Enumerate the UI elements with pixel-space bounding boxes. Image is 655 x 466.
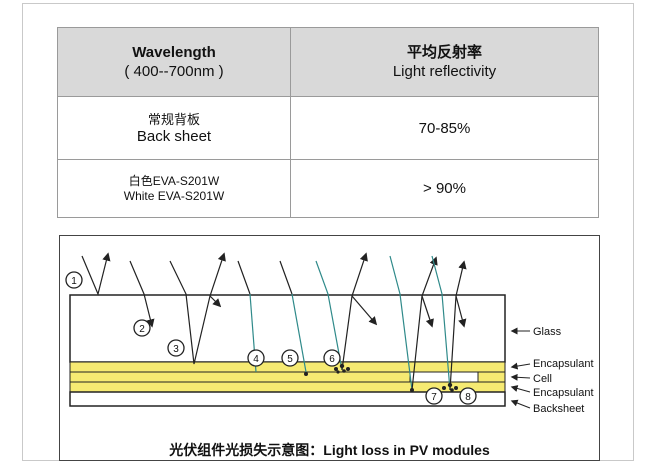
ray-2	[129, 260, 155, 328]
ray-4-in	[237, 260, 251, 295]
marker-4: 4	[253, 354, 259, 365]
reflectivity-table: Wavelength ( 400--700nm ) 平均反射率 Light re…	[57, 27, 599, 218]
material-cell: 白色EVA-S201W White EVA-S201W	[57, 159, 291, 218]
cell-label: Cell	[533, 373, 552, 385]
ray-5	[291, 293, 307, 373]
marker-8: 8	[465, 392, 471, 403]
ray-7-branch	[421, 295, 434, 328]
table-header-row: Wavelength ( 400--700nm ) 平均反射率 Light re…	[57, 27, 599, 97]
ray-5-in	[279, 260, 293, 295]
marker-1: 1	[71, 276, 77, 287]
material-name-en: White EVA-S201W	[123, 188, 225, 203]
light-loss-diagram: 1 2 3 4 5 6 7 8 Glass Encapsulant Cell E…	[59, 235, 600, 461]
material-name-en: Back sheet	[136, 127, 212, 145]
cell-layer-right	[477, 371, 506, 383]
pv-module-cross-section: 1 2 3 4 5 6 7 8 Glass Encapsulant Cell E…	[65, 252, 594, 415]
reflectivity-header: 平均反射率 Light reflectivity	[290, 27, 599, 97]
wavelength-header: Wavelength ( 400--700nm )	[57, 27, 291, 97]
reflectivity-label-en: Light reflectivity	[392, 63, 497, 80]
ray-8-in	[431, 255, 451, 391]
ray-3	[169, 252, 226, 365]
cell-gap	[409, 371, 479, 383]
ray-6-in	[315, 260, 343, 371]
wavelength-range: ( 400--700nm )	[124, 63, 224, 80]
backsheet-label: Backsheet	[533, 403, 584, 415]
material-cell: 常规背板 Back sheet	[57, 96, 291, 160]
ray-3-branch	[209, 295, 222, 308]
marker-7: 7	[431, 392, 437, 403]
encapsulant-top-label: Encapsulant	[533, 358, 594, 370]
marker-2: 2	[139, 324, 145, 335]
backsheet-layer	[69, 391, 506, 407]
wavelength-label: Wavelength	[132, 44, 216, 61]
cell-layer	[69, 371, 411, 383]
material-name-cn: 白色EVA-S201W	[128, 173, 220, 188]
ray-7-in	[389, 255, 413, 391]
ray-1	[81, 252, 111, 296]
encapsulant-bottom-label: Encapsulant	[533, 387, 594, 399]
ray-8-branch	[455, 295, 467, 328]
marker-6: 6	[329, 354, 335, 365]
ray-6-branch	[351, 295, 378, 326]
material-name-cn: 常规背板	[147, 111, 200, 127]
reflectivity-label-cn: 平均反射率	[406, 44, 482, 61]
table-row: 白色EVA-S201W White EVA-S201W > 90%	[57, 159, 599, 218]
reflectivity-value: > 90%	[290, 159, 599, 218]
reflectivity-value: 70-85%	[290, 96, 599, 160]
table-row: 常规背板 Back sheet 70-85%	[57, 96, 599, 160]
diagram-caption: 光伏组件光损失示意图：Light loss in PV modules	[169, 442, 490, 458]
marker-3: 3	[173, 344, 179, 355]
marker-5: 5	[287, 354, 293, 365]
glass-label: Glass	[533, 326, 562, 338]
